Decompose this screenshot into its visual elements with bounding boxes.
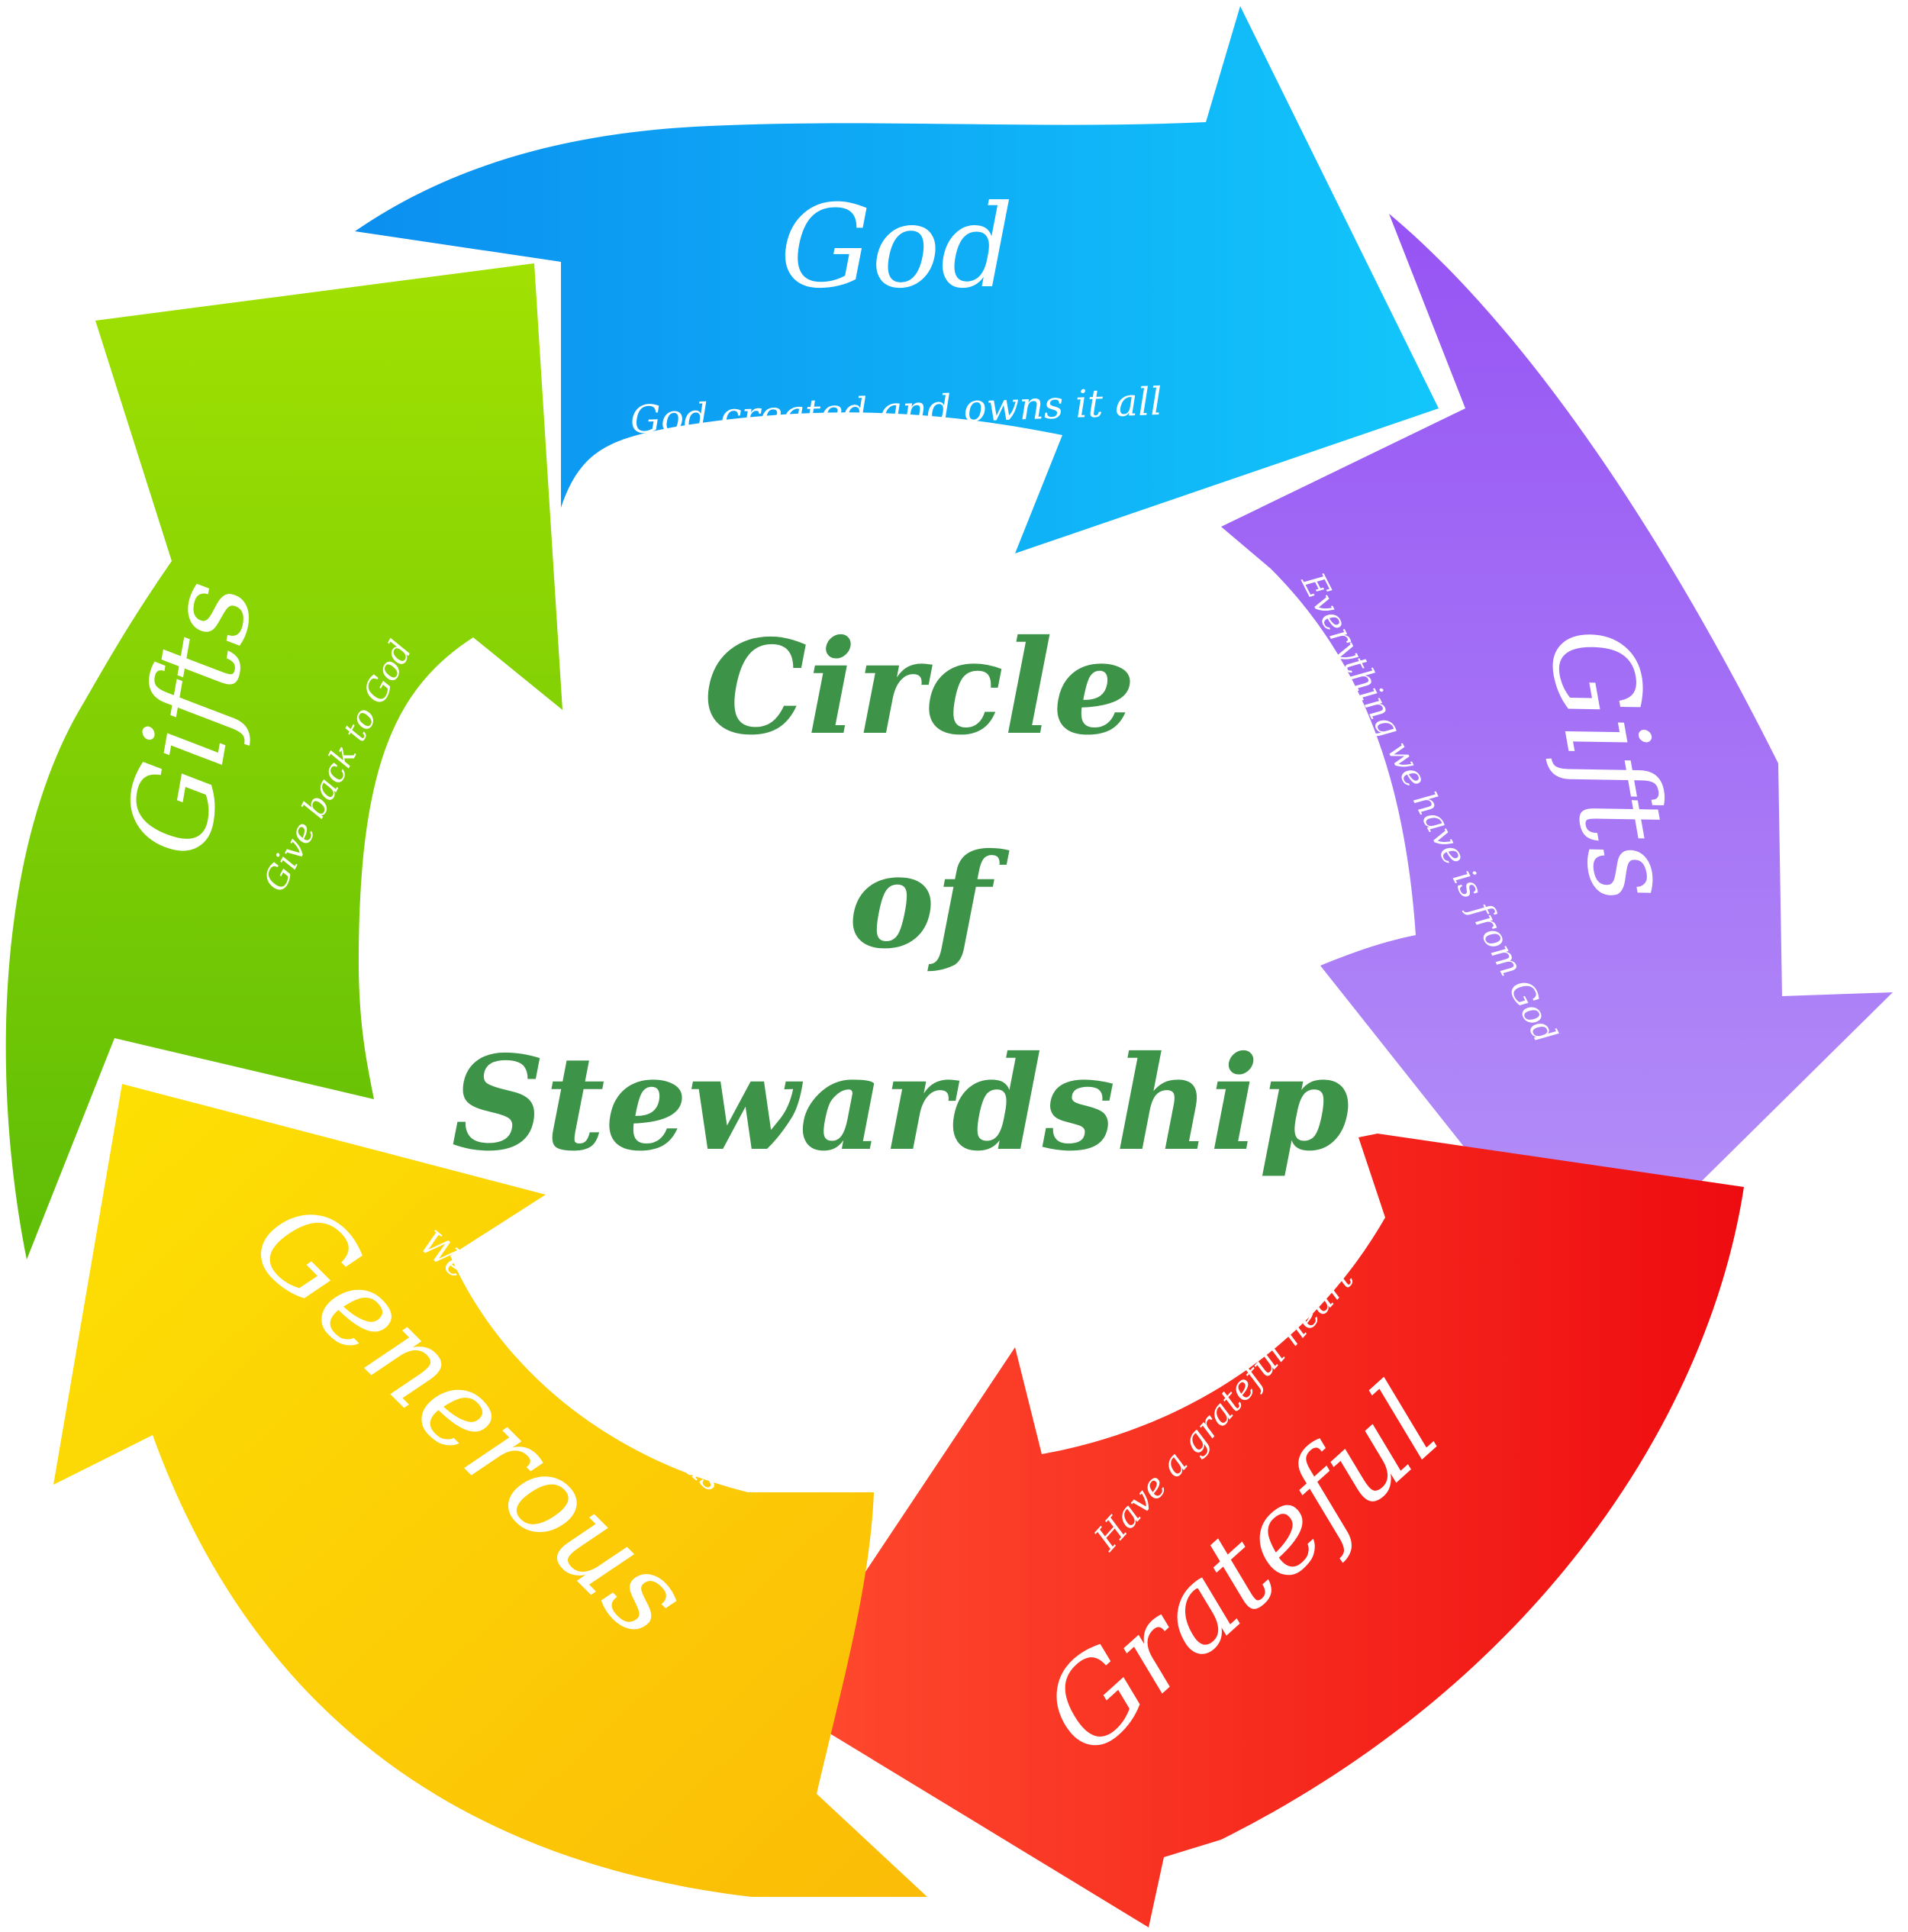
gifts-back-arrow (5, 263, 563, 1260)
center-title-line3: Stewardship (451, 1027, 1349, 1180)
center-title-line2: of (849, 825, 1010, 978)
generous-arrow (53, 1084, 927, 1897)
center-title-line1: Circle (704, 611, 1136, 764)
god-title: God (780, 181, 1014, 314)
god-arrow (355, 6, 1439, 553)
gifts-arrow (1221, 214, 1893, 1298)
grateful-arrow (778, 1134, 1744, 1927)
